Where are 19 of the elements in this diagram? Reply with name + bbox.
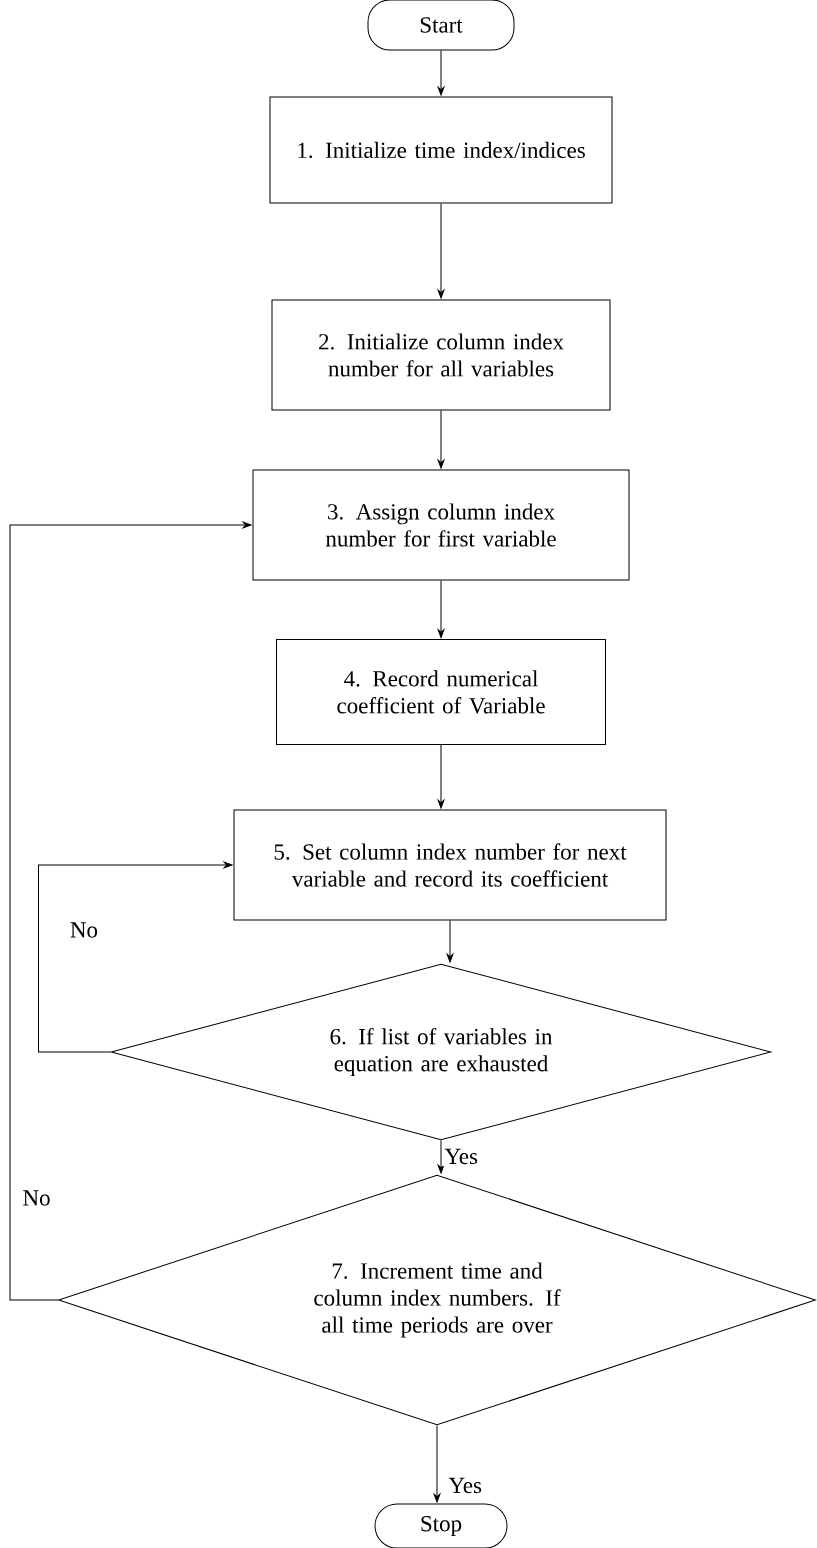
arrow [446, 920, 454, 963]
process-box: 4. Record numerical coefficient of Variable [276, 639, 606, 745]
arrow [437, 1140, 445, 1174]
arrow [437, 410, 445, 469]
edge-label: Yes [442, 1146, 480, 1167]
edge-label: No [67, 920, 100, 940]
arrow [437, 744, 445, 809]
edge-label: Yes [446, 1475, 484, 1496]
edge-label: No [20, 1188, 53, 1208]
arrow [437, 203, 445, 299]
arrow [437, 580, 445, 639]
process-box: 5. Set column index number for next variable and record its coefficient [233, 809, 667, 921]
arrow [437, 50, 445, 96]
process-box: 2. Initialize column index number for all variables [271, 299, 611, 411]
arrow [38, 861, 233, 1053]
arrow [9, 521, 252, 1301]
process-box: 1. Initialize time index/indices [269, 96, 613, 204]
arrow [433, 1425, 441, 1503]
process-box: 3. Assign column index number for first variable [252, 469, 630, 581]
